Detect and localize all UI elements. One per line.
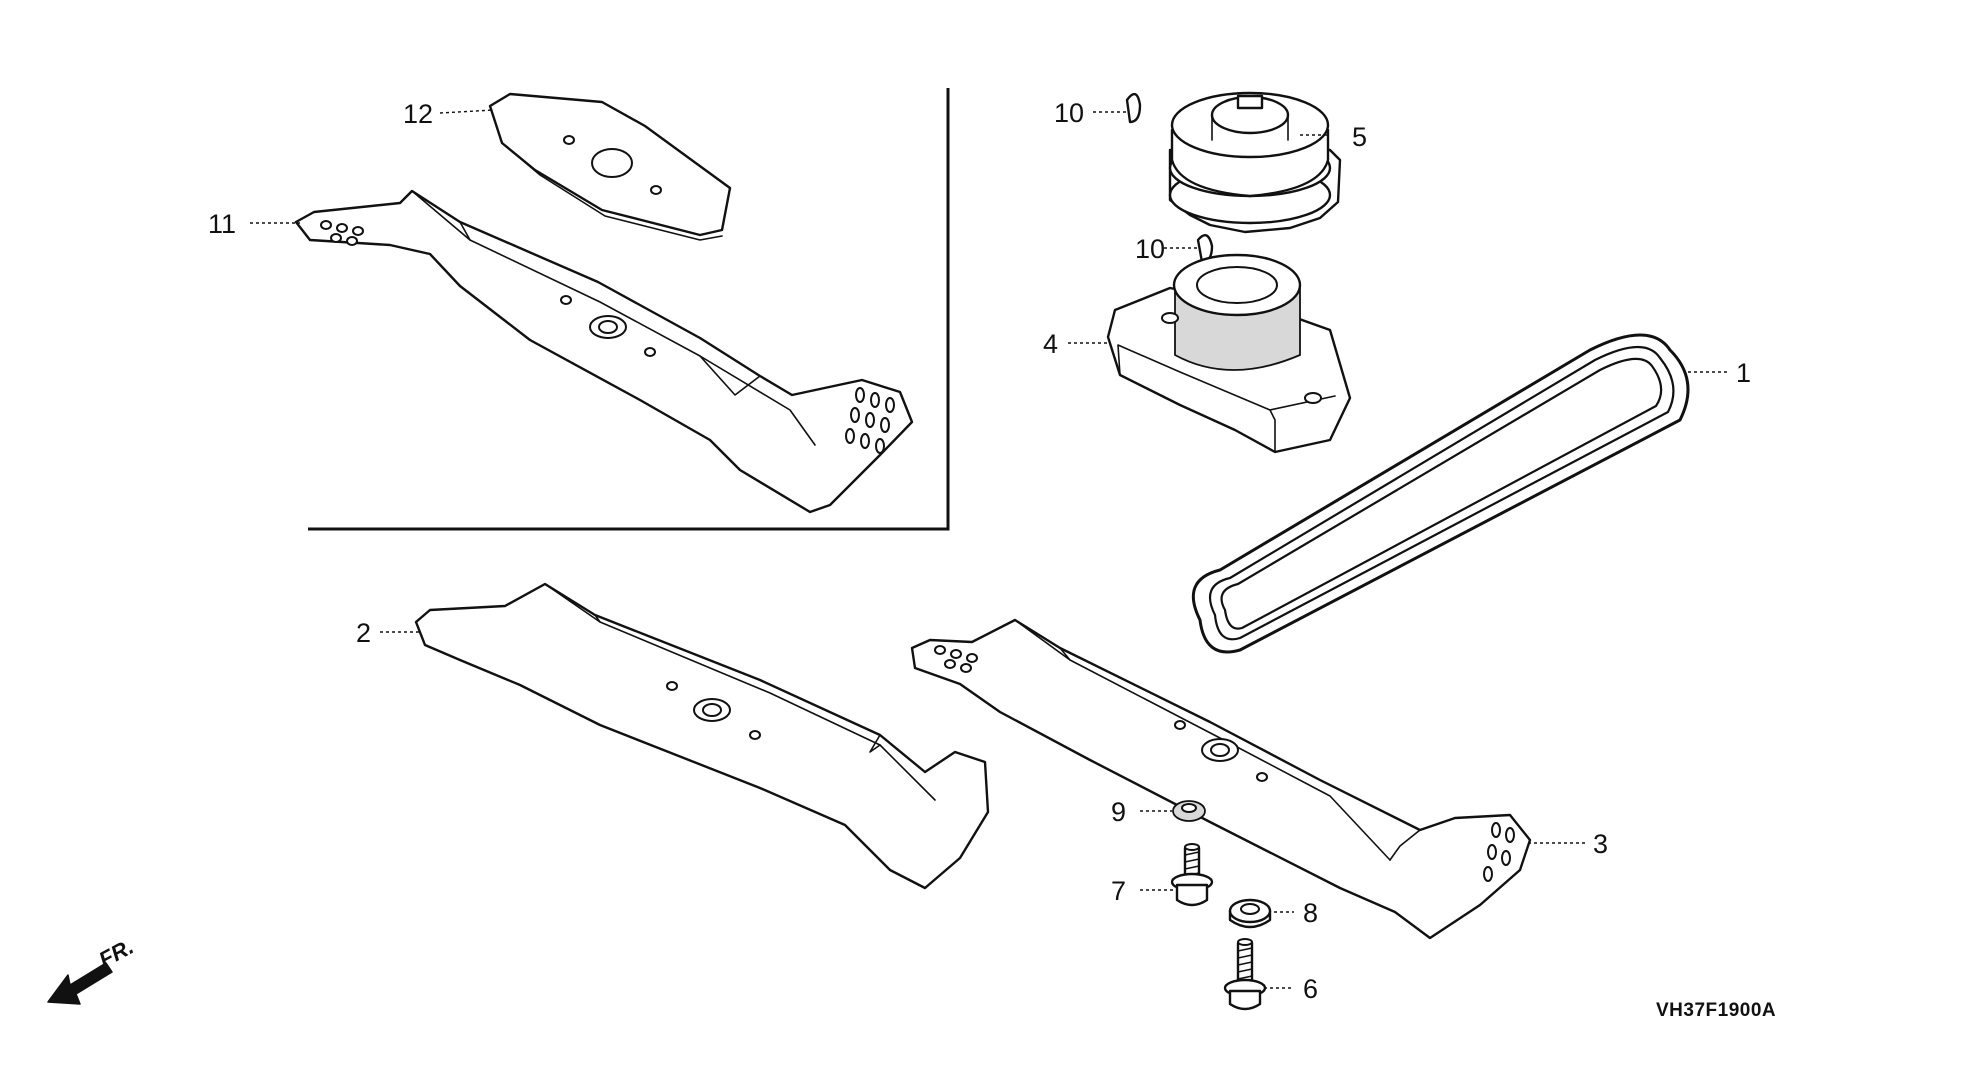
callout-7: 7 xyxy=(1111,876,1126,906)
part-8-washer xyxy=(1228,898,1272,929)
callout-10-lower: 10 xyxy=(1135,234,1165,264)
callout-10-upper: 10 xyxy=(1054,98,1084,128)
leader-lines xyxy=(250,109,1728,989)
callout-2: 2 xyxy=(356,618,371,648)
callout-11: 11 xyxy=(208,209,236,239)
part-2-blade xyxy=(414,582,990,890)
part-5-pulley xyxy=(1168,91,1342,234)
arrow-icon xyxy=(47,962,113,1005)
callout-5: 5 xyxy=(1352,122,1367,152)
part-9-washer xyxy=(1172,800,1206,822)
front-direction-indicator: FR. xyxy=(47,934,138,1005)
drawing-code: VH37F1900A xyxy=(1656,1000,1776,1021)
callout-12: 12 xyxy=(403,99,433,129)
callout-8: 8 xyxy=(1303,898,1318,928)
part-6-bolt xyxy=(1223,938,1267,1011)
part-10-key-upper xyxy=(1125,92,1142,124)
part-3-blade xyxy=(910,618,1532,940)
part-7-bolt xyxy=(1170,843,1214,907)
callout-3: 3 xyxy=(1593,829,1608,859)
part-12-blade-plate xyxy=(488,92,732,241)
part-4-blade-holder xyxy=(1106,253,1352,454)
callout-9: 9 xyxy=(1111,797,1126,827)
callout-1: 1 xyxy=(1736,358,1751,388)
inset-frame xyxy=(308,88,950,531)
callout-4: 4 xyxy=(1043,329,1058,359)
callout-6: 6 xyxy=(1303,974,1318,1004)
part-1-drive-belt xyxy=(1191,333,1690,654)
part-11-mulching-blade xyxy=(294,189,914,514)
